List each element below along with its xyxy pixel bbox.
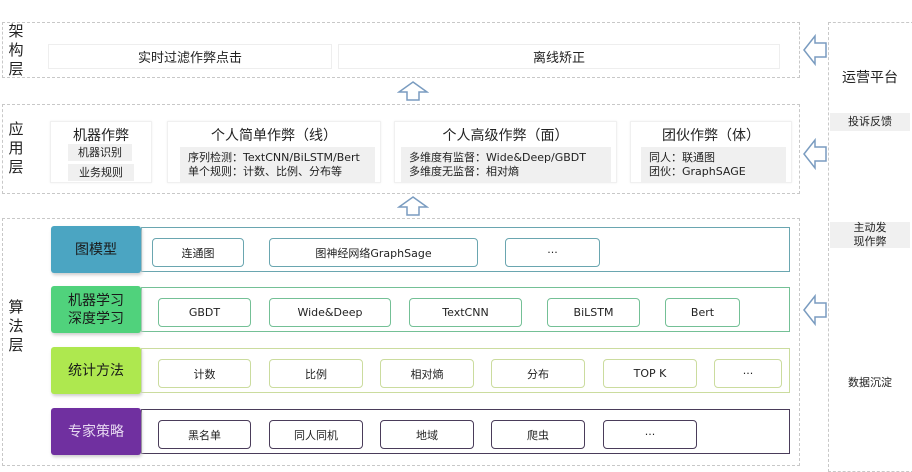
ops-item-complaint: 投诉反馈 [830, 113, 910, 131]
ops-item-data: 数据沉淀 [848, 376, 892, 389]
algo-item: Wide&Deep [269, 298, 391, 327]
ops-platform-title: 运营平台 [842, 70, 898, 86]
card-title: 个人简单作弊（线） [211, 128, 337, 144]
app-layer-label: 应用层 [8, 120, 24, 176]
algo-item: 相对熵 [380, 359, 474, 388]
algo-item: ··· [714, 359, 782, 388]
ops-item-label: 主动发现作弊 [853, 221, 887, 248]
ops-item-discovery: 主动发现作弊 [830, 221, 910, 248]
app-layer [2, 104, 800, 194]
algo-item: 图神经网络GraphSage [269, 238, 478, 267]
algo-item: 比例 [269, 359, 363, 388]
algo-item: Bert [665, 298, 740, 327]
algo-item: 地域 [380, 420, 474, 449]
card-machine-fraud: 机器作弊 机器识别 业务规则 [50, 121, 152, 183]
algo-layer-label: 算法层 [8, 298, 24, 354]
arch-item-offline: 离线矫正 [338, 44, 780, 69]
detail-line: 同人：联通图 [649, 151, 715, 164]
detail-line: 多维度无监督：相对熵 [409, 165, 519, 178]
algo-row [141, 348, 790, 393]
algo-item: 爬虫 [491, 420, 585, 449]
tag: 机器识别 [68, 144, 132, 161]
algo-item: TOP K [603, 359, 697, 388]
algo-row [141, 287, 790, 332]
arch-layer-label: 架构层 [8, 22, 24, 78]
algo-row-label: 机器学习 深度学习 [51, 286, 141, 333]
tag: 业务规则 [68, 164, 134, 181]
algo-item: ··· [603, 420, 697, 449]
algo-row-label: 图模型 [51, 226, 141, 273]
algo-item: TextCNN [409, 298, 522, 327]
arrow-left-icon [803, 294, 827, 326]
detail-line: 团伙：GraphSAGE [649, 165, 746, 178]
algo-item: 计数 [158, 359, 251, 388]
arrow-left-icon [803, 34, 827, 66]
card-title: 团伙作弊（体） [662, 128, 760, 144]
algo-item: 黑名单 [158, 420, 251, 449]
detail-line: 单个规则：计数、比例、分布等 [188, 165, 342, 178]
arrow-left-icon [803, 138, 827, 170]
algo-row [141, 227, 790, 272]
algo-item: ··· [505, 238, 600, 267]
algo-item: 分布 [491, 359, 585, 388]
algo-item: BiLSTM [547, 298, 640, 327]
card-group-fraud: 团伙作弊（体） 同人：联通图团伙：GraphSAGE [630, 121, 792, 183]
card-detail: 同人：联通图团伙：GraphSAGE [641, 147, 786, 183]
algo-row-label: 统计方法 [51, 347, 141, 394]
algo-row-label: 专家策略 [51, 408, 141, 455]
arrow-up-icon [397, 196, 429, 216]
arch-item-realtime: 实时过滤作弊点击 [48, 44, 332, 69]
algo-item: 连通图 [152, 238, 244, 267]
algo-row [141, 409, 790, 454]
detail-line: 序列检测：TextCNN/BiLSTM/Bert [188, 151, 360, 164]
algo-item: 同人同机 [269, 420, 363, 449]
arch-layer [2, 22, 800, 78]
card-title: 个人高级作弊（面） [442, 128, 569, 144]
algo-item: GBDT [158, 298, 251, 327]
detail-line: 多维度有监督：Wide&Deep/GBDT [409, 151, 586, 164]
arrow-up-icon [397, 81, 429, 101]
card-title: 机器作弊 [73, 128, 129, 144]
algo-layer [2, 218, 800, 466]
